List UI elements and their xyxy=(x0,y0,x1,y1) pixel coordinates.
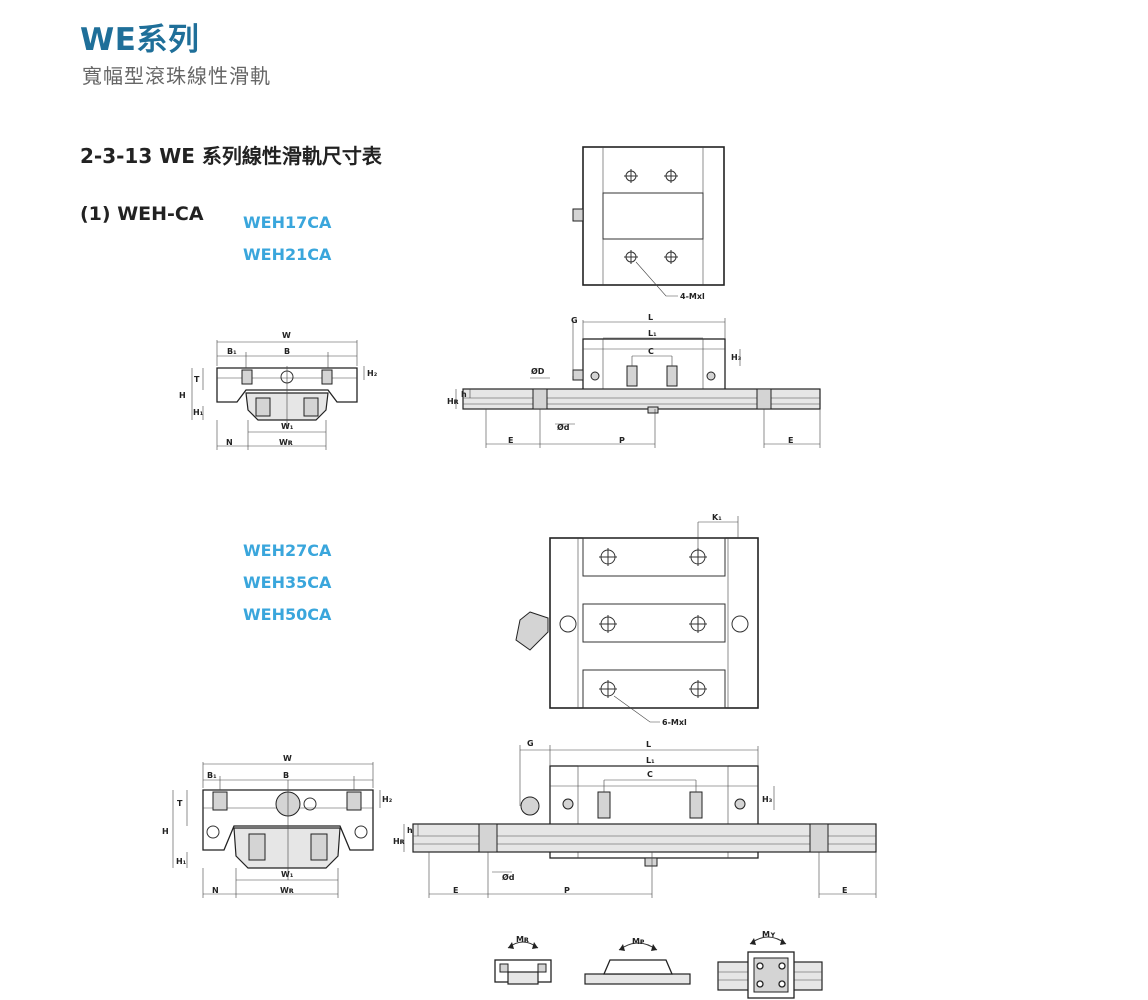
label-my: Mʏ xyxy=(762,930,776,939)
label-h2-large: H₂ xyxy=(382,795,393,804)
front-view-large: W B₁ B H T H₁ H₂ W₁ N Wʀ xyxy=(162,754,393,898)
label-b1: B₁ xyxy=(227,347,237,356)
label-small-d-large: Ød xyxy=(502,872,515,882)
label-mr: Mʀ xyxy=(516,935,529,944)
label-6-mxl: 6-Mxl xyxy=(662,718,687,727)
moment-mr-diagram: Mʀ xyxy=(494,935,552,985)
label-t-large: T xyxy=(177,799,183,808)
model-weh27ca: WEH27CA xyxy=(243,541,332,560)
label-h-small-large: h xyxy=(407,826,413,835)
label-b-large: B xyxy=(283,771,289,780)
label-c: C xyxy=(648,347,654,356)
top-view-small: 4-Mxl xyxy=(572,146,725,301)
label-h1: H₁ xyxy=(193,408,204,417)
label-t: T xyxy=(194,375,200,384)
label-p: P xyxy=(619,436,625,445)
section-subtitle: (1) WEH-CA xyxy=(80,203,204,225)
top-view-large: K₁ 6-Mxl xyxy=(515,513,759,727)
label-l-large: L xyxy=(646,740,651,749)
label-h: H xyxy=(179,391,186,400)
label-h2: H₂ xyxy=(367,369,378,378)
label-c-large: C xyxy=(647,770,653,779)
label-w-large: W xyxy=(283,754,292,763)
label-h3: H₃ xyxy=(731,353,742,362)
moment-my-diagram: Mʏ xyxy=(717,930,823,999)
label-p-large: P xyxy=(564,886,570,895)
label-e-right: E xyxy=(788,436,793,445)
front-view-small: W B₁ B H T H₁ H₂ W₁ N Wʀ xyxy=(179,331,378,450)
label-h-small: h xyxy=(461,390,467,399)
series-subtitle: 寬幅型滾珠線性滑軌 xyxy=(82,64,271,88)
model-weh17ca: WEH17CA xyxy=(243,213,332,232)
label-g: G xyxy=(571,316,578,325)
label-l: L xyxy=(648,313,653,322)
moment-mp-diagram: Mᴘ xyxy=(584,937,691,985)
model-weh21ca: WEH21CA xyxy=(243,245,332,264)
label-k1: K₁ xyxy=(712,513,722,522)
label-mp: Mᴘ xyxy=(632,937,645,946)
label-l1: L₁ xyxy=(648,329,657,338)
label-h1-large: H₁ xyxy=(176,857,187,866)
label-wr: Wʀ xyxy=(279,438,293,447)
label-big-d: ØD xyxy=(531,366,545,376)
label-b1-large: B₁ xyxy=(207,771,217,780)
label-n-large: N xyxy=(212,886,219,895)
label-g-large: G xyxy=(527,739,534,748)
label-e-right-large: E xyxy=(842,886,847,895)
label-w1-large: W₁ xyxy=(281,870,294,879)
label-l1-large: L₁ xyxy=(646,756,655,765)
section-title: 2-3-13 WE 系列線性滑軌尺寸表 xyxy=(80,144,382,168)
side-view-large: G L L₁ C H₃ Hʀ h Ød E P E xyxy=(393,739,877,898)
label-small-d: Ød xyxy=(557,422,570,432)
label-e-left-large: E xyxy=(453,886,458,895)
model-weh50ca: WEH50CA xyxy=(243,605,332,624)
label-w1: W₁ xyxy=(281,422,294,431)
label-h-large: H xyxy=(162,827,169,836)
label-wr-large: Wʀ xyxy=(280,886,294,895)
series-title: WE系列 xyxy=(80,22,200,58)
label-e-left: E xyxy=(508,436,513,445)
label-4-mxl: 4-Mxl xyxy=(680,292,705,301)
label-w: W xyxy=(282,331,291,340)
label-h3-large: H₃ xyxy=(762,795,773,804)
label-n: N xyxy=(226,438,233,447)
side-view-small: G L L₁ C H₃ ØD Hʀ h Ød E P E xyxy=(447,313,821,448)
label-b: B xyxy=(284,347,290,356)
model-weh35ca: WEH35CA xyxy=(243,573,332,592)
label-hr-large: Hʀ xyxy=(393,837,405,846)
label-hr: Hʀ xyxy=(447,397,459,406)
